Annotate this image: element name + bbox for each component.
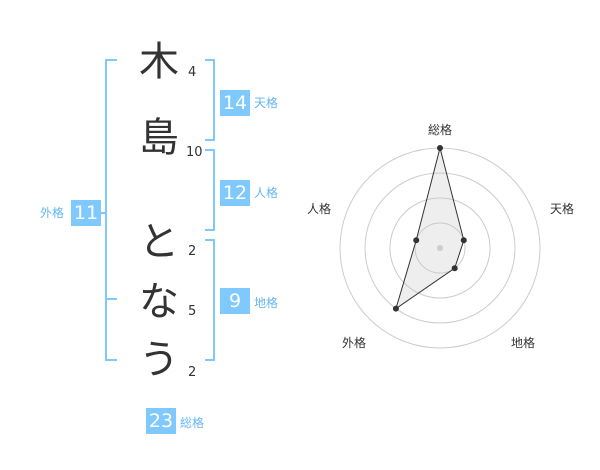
name-char-5: う	[139, 337, 179, 383]
stroke-count-2: 10	[186, 145, 203, 160]
radar-point-2	[460, 237, 467, 244]
radar-label-soukaku: 総格	[428, 123, 453, 137]
stroke-count-1: 4	[188, 65, 197, 80]
stroke-count-3: 2	[188, 244, 197, 259]
name-char-4: な	[139, 279, 179, 325]
radar-point-5	[413, 237, 420, 244]
radar-label-tenkaku: 天格	[550, 202, 575, 216]
soukaku-value: 23	[146, 408, 176, 434]
gaikaku-bracket	[105, 59, 117, 361]
radar-label-chikaku: 地格	[511, 336, 536, 350]
soukaku-label: 総格	[180, 416, 205, 430]
gaikaku-bracket-stub	[98, 212, 107, 214]
name-char-3: と	[139, 219, 179, 265]
radar-grid-ring	[389, 197, 491, 299]
jinkaku-bracket	[205, 149, 215, 231]
gaikaku-label: 外格	[40, 206, 65, 220]
tenkaku-bracket	[205, 59, 215, 141]
radar-grid-ring	[414, 222, 466, 274]
radar-series-polygon	[395, 147, 465, 310]
radar-center-point	[437, 245, 443, 251]
chikaku-bracket	[205, 239, 215, 361]
name-char-2: 島	[139, 115, 179, 161]
radar-point-4	[392, 305, 399, 312]
tenkaku-label: 天格	[254, 96, 279, 110]
jinkaku-value: 12	[220, 180, 250, 206]
tenkaku-value: 14	[220, 90, 250, 116]
stroke-count-4: 5	[188, 304, 197, 319]
jinkaku-label: 人格	[254, 186, 279, 200]
gaikaku-bracket-tick	[105, 298, 117, 300]
stroke-count-5: 2	[188, 365, 197, 380]
radar-point-3	[451, 265, 458, 272]
chikaku-label: 地格	[254, 296, 279, 310]
radar-point-1	[437, 145, 443, 151]
chikaku-value: 9	[220, 288, 250, 314]
radar-label-jinkaku: 人格	[307, 202, 332, 216]
radar-grid-ring	[364, 172, 516, 324]
radar-label-gaikaku: 外格	[342, 336, 367, 350]
gaikaku-value: 11	[71, 200, 101, 226]
name-char-1: 木	[139, 39, 179, 85]
